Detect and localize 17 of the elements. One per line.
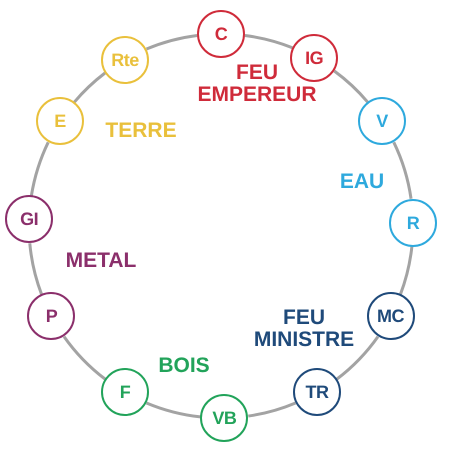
ring-arc — [28, 243, 43, 295]
element-label: BOIS — [158, 355, 210, 377]
element-label: EAU — [340, 171, 384, 193]
ring-arc — [392, 142, 413, 199]
ring-arc — [146, 402, 201, 418]
element-label: FEU MINISTRE — [254, 307, 354, 351]
ring-arc — [399, 246, 414, 295]
element-label: TERRE — [105, 120, 177, 142]
ring-arc — [333, 70, 369, 104]
ring-arc — [336, 336, 380, 380]
ring-arc — [30, 142, 50, 196]
ring-arc — [248, 402, 296, 418]
element-label: METAL — [66, 250, 136, 272]
ring-arc — [244, 34, 293, 50]
ring-arc — [73, 72, 106, 104]
ring-arc — [62, 336, 106, 380]
ring-arc — [146, 34, 198, 50]
